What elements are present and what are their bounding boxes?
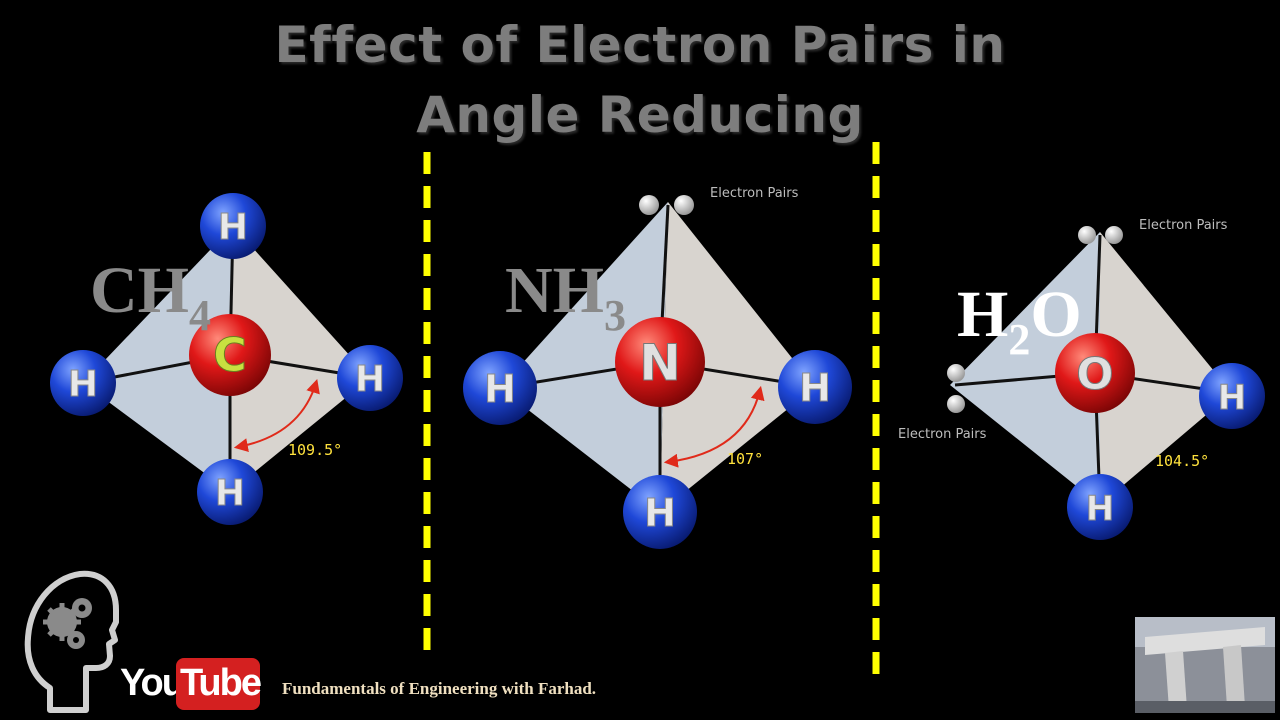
- formula-ch4: CH4: [90, 254, 211, 340]
- molecule-nh3: [499, 202, 816, 512]
- formula-h2o: H2O: [957, 278, 1082, 364]
- electron-pairs-label-h2o-left: Electron Pairs: [898, 427, 987, 442]
- youtube-tube-box: Tube: [176, 658, 262, 710]
- angle-arrow: [663, 385, 765, 468]
- concrete-structure-thumbnail: [1135, 617, 1275, 713]
- electron-pairs-label-nh3: Electron Pairs: [710, 186, 799, 201]
- channel-name: Fundamentals of Engineering with Farhad.: [282, 679, 597, 698]
- angle-arrow: [233, 378, 320, 453]
- title-line-2: Angle Reducing: [416, 86, 864, 144]
- electron-pairs-label-h2o-top: Electron Pairs: [1139, 218, 1228, 233]
- youtube-tube-text: Tube: [180, 662, 262, 704]
- angle-label-nh3: 107°: [727, 450, 764, 468]
- youtube-logo: You Tube: [120, 656, 262, 712]
- title-line-1: Effect of Electron Pairs in: [274, 16, 1006, 74]
- head-gear-logo-icon: [24, 570, 119, 713]
- youtube-you-text: You: [120, 662, 185, 704]
- formula-nh3: NH3: [505, 254, 626, 340]
- angle-label-h2o: 104.5°: [1155, 452, 1210, 470]
- angle-label-ch4: 109.5°: [288, 441, 343, 459]
